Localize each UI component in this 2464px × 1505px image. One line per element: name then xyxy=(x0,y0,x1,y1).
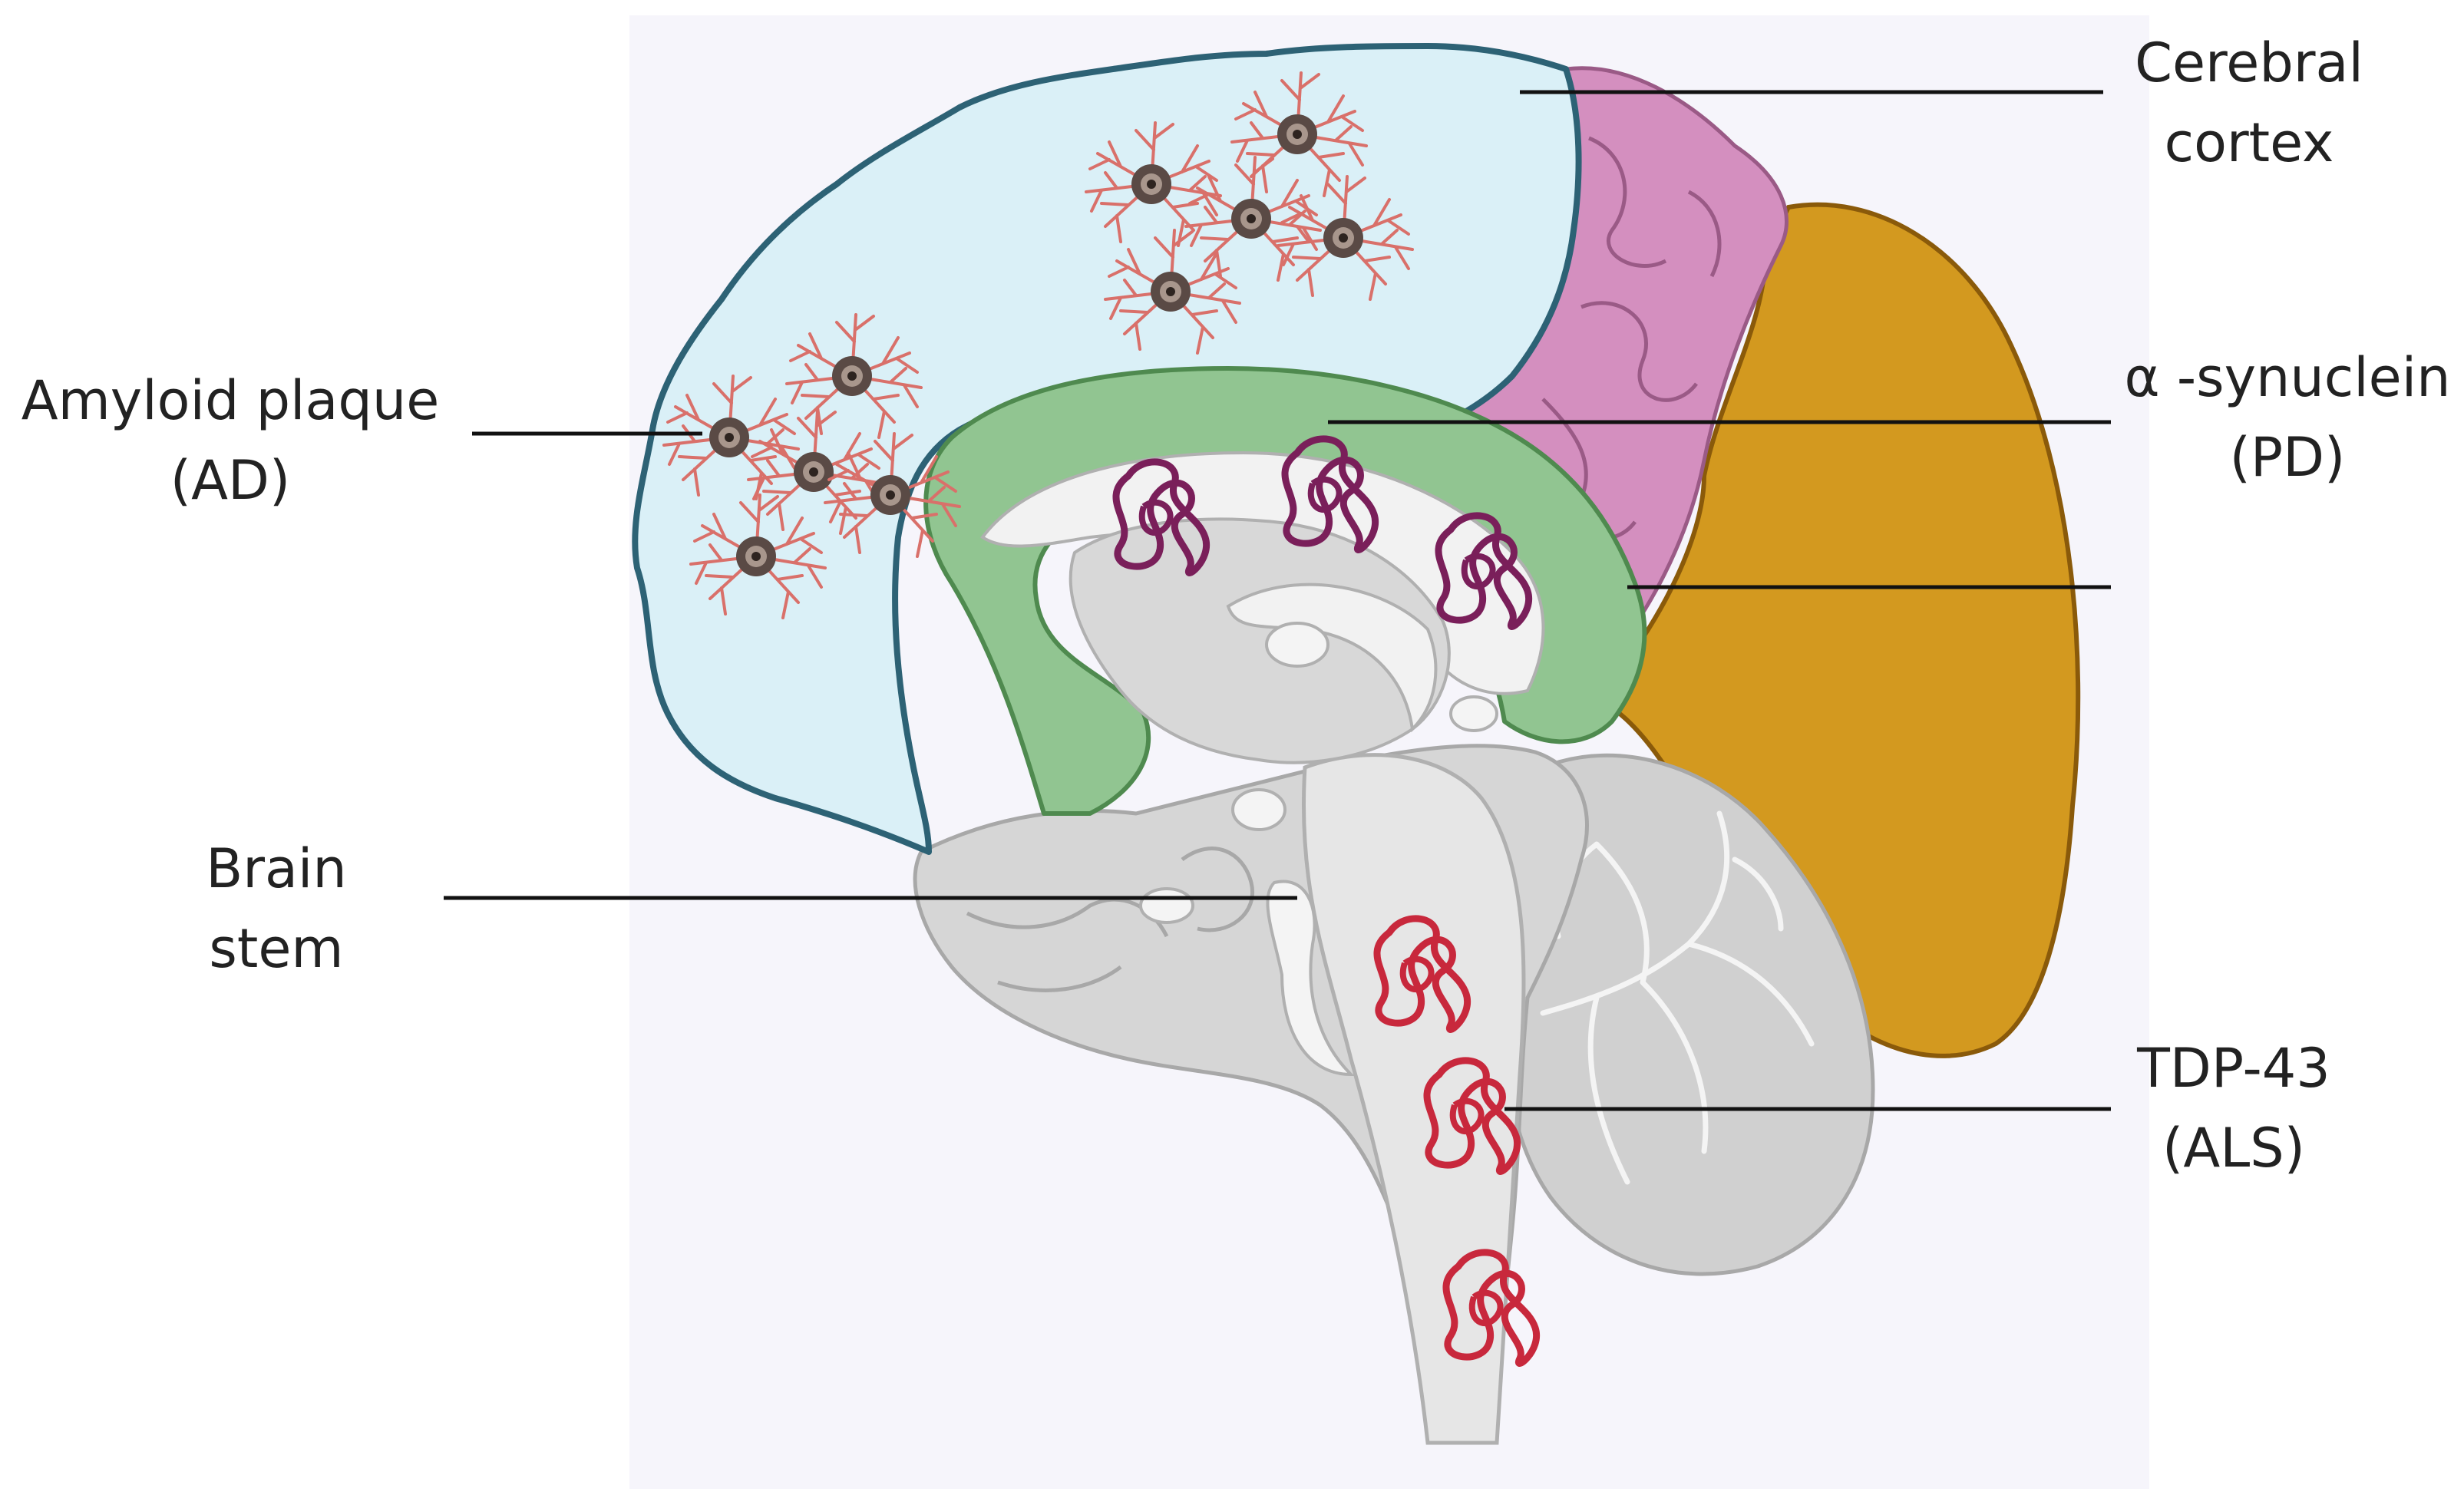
interthalamic-adhesion xyxy=(1265,622,1329,668)
label-cerebral-cortex: Cerebral cortex xyxy=(2135,31,2363,174)
label-alpha-synuclein: α -synuclein (PD) xyxy=(2124,346,2451,489)
pons-highlight xyxy=(1266,880,1355,1077)
pituitary xyxy=(1139,887,1194,924)
pineal-gland xyxy=(1449,695,1498,732)
label-tdp43: TDP-43 (ALS) xyxy=(2137,1037,2330,1180)
label-brain-stem: Brain stem xyxy=(206,837,347,980)
mammillary-body xyxy=(1231,788,1286,831)
label-amyloid-plaque: Amyloid plaque (AD) xyxy=(21,369,440,512)
leader-lines xyxy=(444,90,2111,1111)
